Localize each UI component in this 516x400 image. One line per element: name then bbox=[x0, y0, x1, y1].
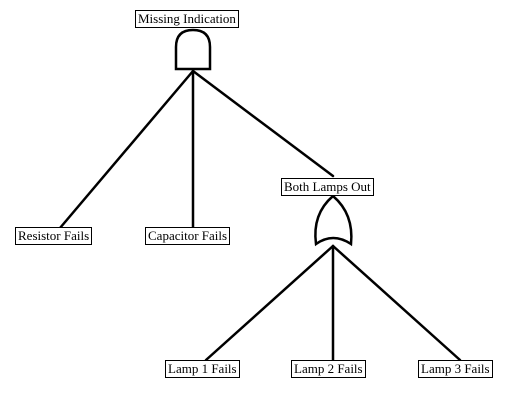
basic-event-lamp3: Lamp 3 Fails bbox=[418, 360, 493, 378]
edge-top-to-both-lamps bbox=[191, 69, 335, 178]
edge-or-to-lamp1 bbox=[204, 244, 335, 362]
and-gate-icon bbox=[174, 28, 212, 71]
edge-top-to-resistor bbox=[58, 69, 195, 230]
basic-event-resistor: Resistor Fails bbox=[15, 227, 93, 245]
edge-or-to-lamp3 bbox=[331, 244, 462, 362]
intermediate-event-label: Both Lamps Out bbox=[281, 178, 374, 196]
basic-event-lamp1: Lamp 1 Fails bbox=[165, 360, 240, 378]
top-event-label: Missing Indication bbox=[135, 10, 239, 28]
or-gate-icon bbox=[314, 194, 353, 247]
basic-event-capacitor: Capacitor Fails bbox=[145, 227, 231, 245]
basic-event-lamp2: Lamp 2 Fails bbox=[291, 360, 366, 378]
